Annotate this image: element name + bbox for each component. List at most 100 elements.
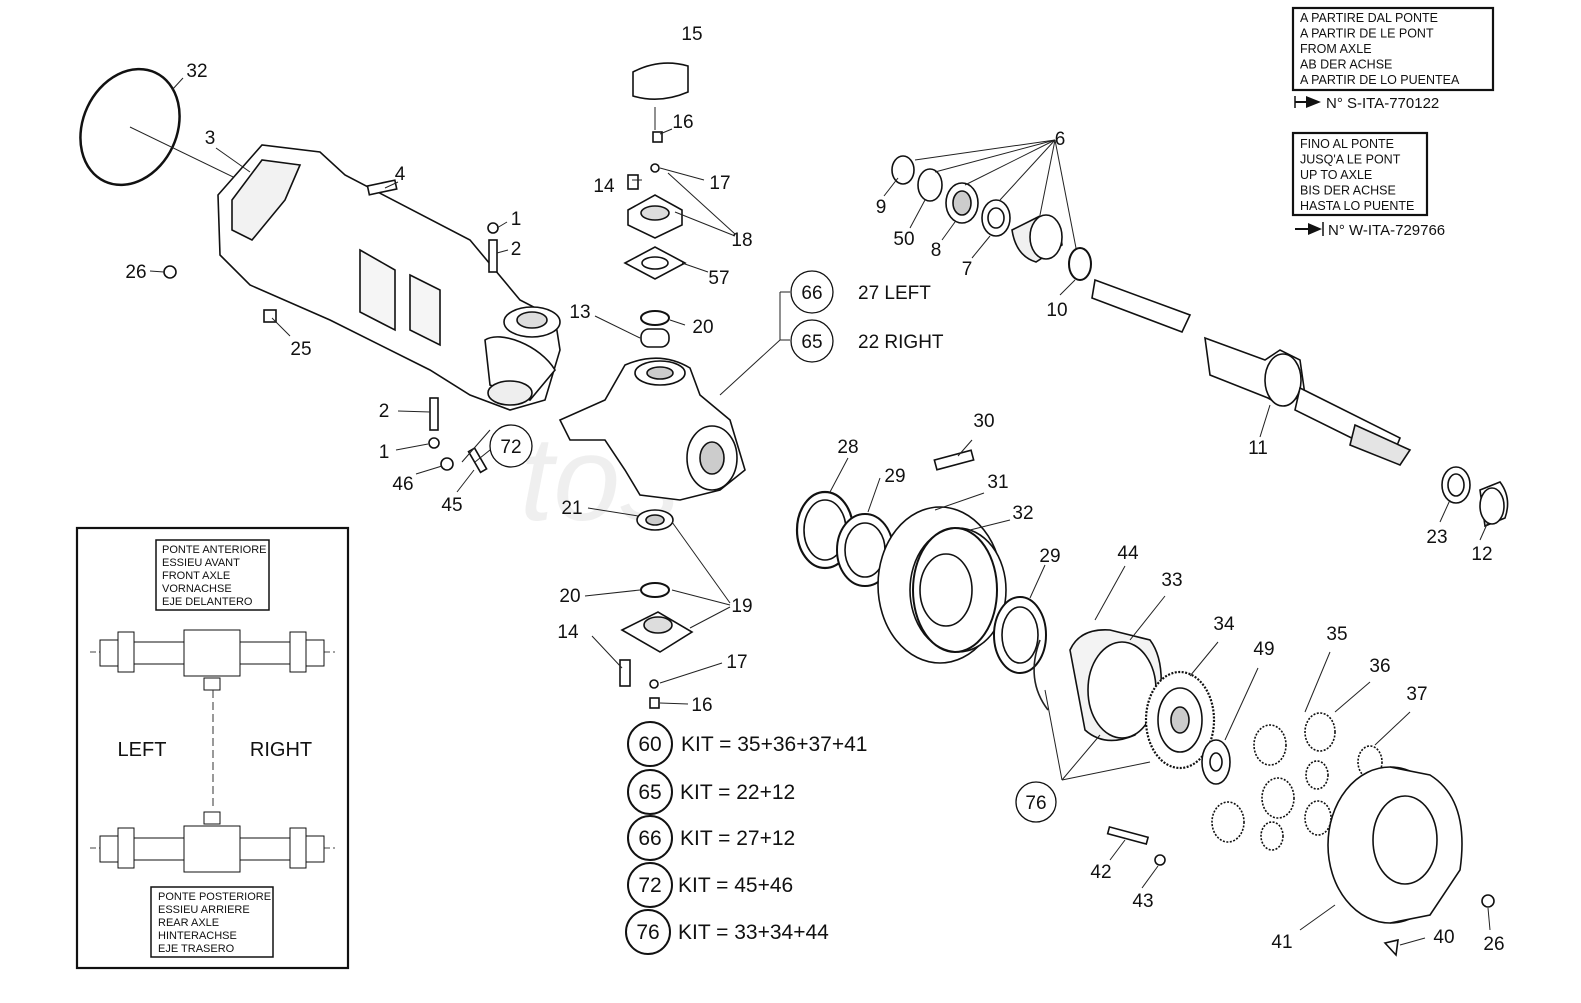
label-11: 11 [1248,438,1268,459]
rear-axle-line-5: EJE TRASERO [158,943,235,955]
o-ring-10 [1068,247,1092,281]
stud-2-top [488,239,498,273]
label-31: 31 [987,472,1008,493]
label-43: 43 [1132,891,1153,912]
upto-axle-line-5: HASTA LO PUENTE [1300,199,1414,213]
label-18: 18 [731,230,752,251]
label-9: 9 [876,197,887,218]
rear-axle-line-2: ESSIEU ARRIERE [158,904,250,916]
wheel-hub-31 [877,506,1007,664]
front-axle-line-2: ESSIEU AVANT [162,557,240,569]
grease-16-low [649,697,660,709]
from-axle-line-3: FROM AXLE [1300,42,1372,56]
stud-30 [933,449,975,471]
front-axle-line-1: PONTE ANTERIORE [162,544,267,556]
label-45: 45 [441,495,462,516]
planet-gears [1211,712,1383,851]
leader-lines [149,77,1491,946]
cap-15 [632,62,689,100]
label-41: 41 [1271,932,1292,953]
front-axle-line-3: FRONT AXLE [162,570,230,582]
kit-76-num: 76 [636,921,659,944]
fitting-17-low [649,679,659,689]
label-16: 16 [672,112,693,133]
label-16: 16 [691,695,712,716]
kit-66-text: KIT = 27+12 [680,827,795,850]
label-15: 15 [681,24,702,45]
label-21: 21 [561,498,582,519]
stud-2-low [429,397,439,431]
label-44: 44 [1117,543,1139,564]
axle-position-inset: PONTE ANTERIORE ESSIEU AVANT FRONT AXLE … [75,526,350,970]
screw-43 [1154,854,1166,866]
front-axle-line-4: VORNACHSE [162,583,232,595]
from-axle-line-5: A PARTIR DE LO PUENTEA [1300,73,1460,87]
front-axle-sketch [90,629,335,691]
label-26: 26 [1483,934,1504,955]
callout-76-num: 76 [1025,793,1046,814]
label-26: 26 [125,262,146,283]
label-32: 32 [1012,503,1033,524]
kit-60-num: 60 [638,733,661,756]
rear-axle-line-3: REAR AXLE [158,917,219,929]
label-12: 12 [1471,544,1492,565]
label-17: 17 [709,173,730,194]
kit-65-num: 65 [638,781,661,804]
label-49: 49 [1253,639,1274,660]
bolt-14-low [619,659,631,687]
ring-50 [917,168,943,202]
bearing-13 [640,328,670,348]
kit-66-num: 66 [638,827,661,850]
label-4: 4 [395,164,406,185]
nut-1-low [428,437,440,449]
upto-axle-line-3: UP TO AXLE [1300,168,1372,182]
kit-72-text: KIT = 45+46 [678,874,793,897]
kit-65-text: KIT = 22+12 [680,781,795,804]
screw-40 [1383,938,1399,957]
label-57: 57 [708,268,729,289]
label-23: 23 [1426,527,1447,548]
callout-76-circle [1015,781,1057,823]
label-8: 8 [931,240,942,261]
bushing-6 [1011,214,1063,263]
label-30: 30 [973,411,994,432]
callout-left-text: 27 LEFT [858,283,931,304]
label-13: 13 [569,302,590,323]
plug-26-left [163,265,177,279]
bolt-4 [366,179,398,196]
grease-16-top [652,131,663,143]
kit-76-text: KIT = 33+34+44 [678,921,829,944]
o-ring-32 [79,67,181,187]
label-3: 3 [205,128,216,149]
label-6: 6 [1055,129,1066,150]
rear-axle-line-4: HINTERACHSE [158,930,237,942]
upto-axle-serial: N° W-ITA-729766 [1328,222,1445,239]
callout-66-circle [790,270,834,314]
kit-legend: 60 KIT = 35+36+37+41 65 KIT = 22+12 66 K… [625,721,867,955]
circlip-9 [891,155,915,185]
callout-72-circle [489,424,533,468]
plug-26-right [1481,894,1495,908]
upto-axle-line-2: JUSQ'A LE PONT [1300,153,1401,167]
label-37: 37 [1406,684,1427,705]
callout-72-num: 72 [500,437,521,458]
fitting-17-top [650,163,660,173]
label-29: 29 [1039,546,1060,567]
label-35: 35 [1326,624,1347,645]
label-28: 28 [837,437,858,458]
callout-66-num: 66 [801,283,822,304]
inset-right-label: RIGHT [250,739,312,761]
drive-shaft-11 [1091,278,1412,466]
axle-housing-3 [217,144,561,411]
arrow-right-bar-icon [1308,223,1322,235]
label-1: 1 [379,442,390,463]
label-25: 25 [290,339,311,360]
from-axle-line-4: AB DER ACHSE [1300,58,1392,72]
ring-gear-33 [1069,629,1163,742]
label-20: 20 [559,586,580,607]
label-20: 20 [692,317,713,338]
label-40: 40 [1433,927,1454,948]
label-2: 2 [379,401,390,422]
part-labels: 32 3 4 1 2 26 25 2 1 46 45 15 16 14 17 1… [125,24,1504,955]
